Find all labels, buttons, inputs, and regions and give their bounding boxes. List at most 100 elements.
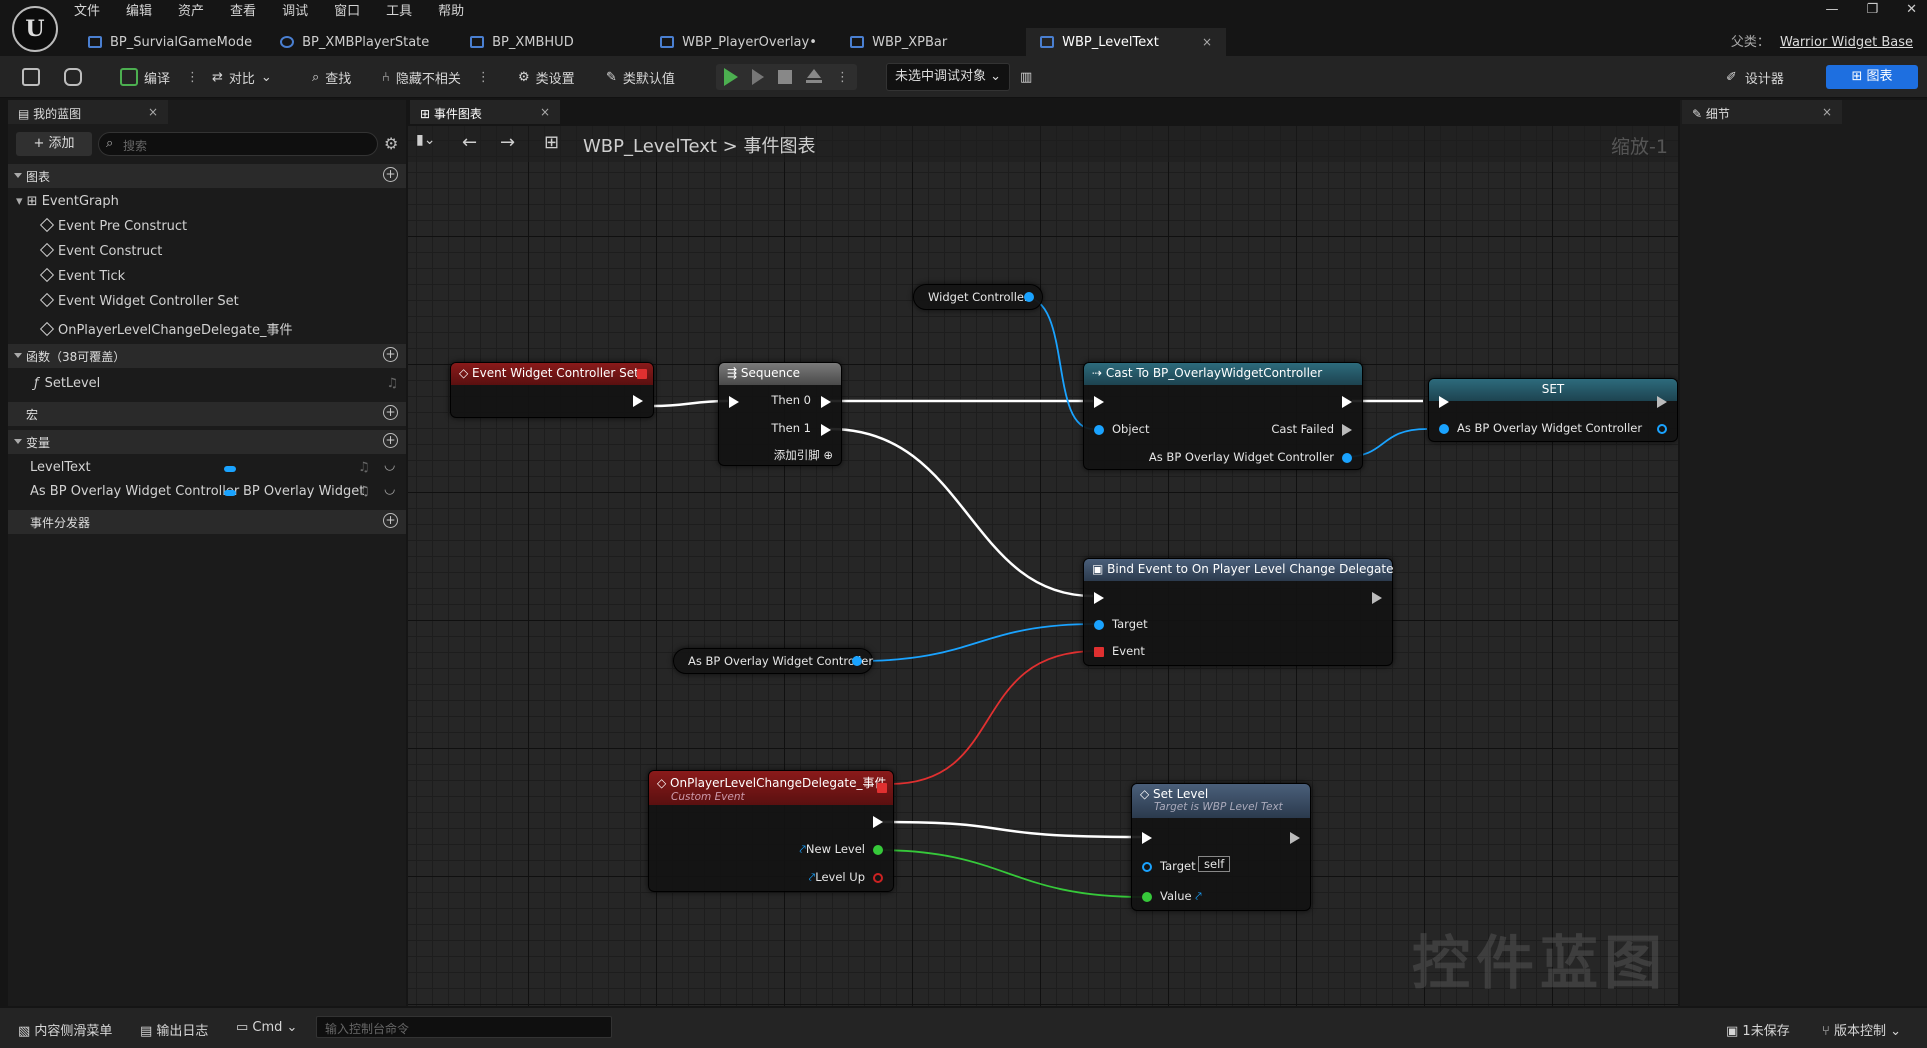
output-log-button[interactable]: ▤ 输出日志 (140, 1024, 209, 1039)
more-icon[interactable]: ⋮ (476, 69, 490, 85)
designer-button[interactable]: ✐设计器 (1726, 69, 1784, 87)
menu-file[interactable]: 文件 (74, 4, 101, 19)
exec-out-pin[interactable] (1657, 396, 1667, 408)
tab-bp-xmbhud[interactable]: BP_XMBHUD (456, 28, 646, 56)
close-icon[interactable]: × (147, 105, 158, 119)
source-control-button[interactable]: ⑂ 版本控制 ⌄ (1822, 1024, 1901, 1039)
breadcrumb-root[interactable]: WBP_LevelText (583, 136, 717, 157)
stop-icon[interactable] (778, 70, 792, 84)
compile-button[interactable]: 编译⋮ (120, 64, 199, 90)
add-graph-icon[interactable]: + (383, 167, 398, 182)
close-window-icon[interactable]: ✕ (1906, 2, 1917, 17)
unreal-logo-icon[interactable]: U (12, 6, 58, 52)
add-function-icon[interactable]: + (383, 347, 398, 362)
add-pin-button[interactable]: 添加引脚 ⊕ (773, 448, 833, 462)
target-self-field[interactable]: self (1198, 856, 1231, 872)
eventgraph-item[interactable]: ▾ ⊞ EventGraph (16, 194, 119, 209)
tab-wbp-xpbar[interactable]: WBP_XPBar (836, 28, 1026, 56)
restore-icon[interactable]: ❐ (1866, 2, 1879, 17)
graphs-section[interactable]: 图表+ (8, 164, 406, 188)
console-input[interactable]: 输入控制台命令 (316, 1016, 612, 1038)
blueprint-graph-canvas[interactable]: ▮⌄ ← → ⊞ WBP_LevelText > 事件图表 缩放-1 ◇ Eve… (408, 126, 1678, 1006)
browse-button[interactable] (64, 64, 82, 90)
play-icon[interactable] (724, 68, 738, 86)
cmd-select[interactable]: ▭ Cmd ⌄ (236, 1020, 298, 1035)
exec-in-pin[interactable] (1439, 396, 1449, 408)
menu-tools[interactable]: 工具 (386, 4, 413, 19)
sequence-node[interactable]: ⇶ Sequence Then 0 Then 1 添加引脚 ⊕ (718, 362, 842, 466)
target-in-pin[interactable] (1142, 862, 1152, 872)
delegate-pin-icon[interactable] (637, 369, 647, 379)
close-icon[interactable]: × (1821, 105, 1832, 119)
cast-to-overlay-widget-controller-node[interactable]: ⇢ Cast To BP_OverlayWidgetController Obj… (1083, 362, 1363, 470)
tab-bp-survialgamemode[interactable]: BP_SurvialGameMode (74, 28, 266, 56)
diff-button[interactable]: ⇄对比⌄ (212, 69, 272, 87)
exec-in-pin[interactable] (1094, 592, 1104, 604)
hide-unrelated-button[interactable]: ⑃隐藏不相关⋮ (382, 69, 490, 87)
cast-as-pin[interactable] (1342, 453, 1352, 463)
content-drawer-button[interactable]: ▧ 内容侧滑菜单 (18, 1024, 113, 1039)
level-up-pin[interactable] (873, 873, 883, 883)
settings-gear-icon[interactable]: ⚙ (384, 134, 399, 153)
save-button[interactable] (22, 64, 40, 90)
event-graph-tab[interactable]: ⊞ 事件图表× (410, 100, 560, 124)
set-variable-node[interactable]: SET As BP Overlay Widget Controller (1428, 378, 1678, 442)
menu-asset[interactable]: 资产 (178, 4, 205, 19)
forward-arrow-icon[interactable]: → (500, 132, 516, 153)
event-pre-construct-item[interactable]: Event Pre Construct (8, 215, 406, 239)
close-icon[interactable]: × (539, 105, 550, 119)
tab-wbp-playeroverlay[interactable]: WBP_PlayerOverlay• (646, 28, 836, 56)
more-icon[interactable]: ⋮ (836, 69, 849, 85)
eye-icon[interactable]: ◡ (384, 458, 396, 473)
my-blueprint-tab[interactable]: ▤ 我的蓝图× (8, 100, 168, 124)
add-variable-icon[interactable]: + (383, 433, 398, 448)
add-button[interactable]: + 添加 (16, 132, 92, 156)
details-tab[interactable]: ✎ 细节× (1682, 100, 1842, 124)
eject-icon[interactable] (806, 69, 822, 83)
variables-section[interactable]: 变量+ (8, 430, 406, 454)
eye-icon[interactable]: ◡ (384, 482, 396, 497)
exec-out-pin[interactable] (633, 395, 643, 407)
menu-edit[interactable]: 编辑 (126, 4, 153, 19)
tab-wbp-leveltext[interactable]: WBP_LevelText× (1026, 28, 1227, 56)
functions-section[interactable]: 函数（38可覆盖）+ (8, 344, 406, 368)
variable-leveltext-item[interactable]: LevelText♫◡ (30, 458, 396, 475)
debug-filter-icon[interactable]: ▥ (1020, 69, 1033, 85)
delegate-pin-icon[interactable] (877, 783, 887, 793)
then1-pin[interactable] (821, 424, 831, 436)
menu-view[interactable]: 查看 (230, 4, 257, 19)
exec-in-pin[interactable] (729, 396, 739, 408)
exec-out-pin[interactable] (873, 816, 883, 828)
event-in-pin[interactable] (1094, 647, 1104, 657)
exec-out-pin[interactable] (1372, 592, 1382, 604)
macros-section[interactable]: 宏+ (8, 402, 406, 426)
parent-class-link[interactable]: Warrior Widget Base (1779, 35, 1913, 50)
value-in-pin[interactable] (1142, 892, 1152, 902)
graph-button[interactable]: ⊞ 图表 (1826, 65, 1918, 89)
object-in-pin[interactable] (1094, 425, 1104, 435)
object-out-pin[interactable] (852, 656, 862, 666)
back-arrow-icon[interactable]: ← (462, 132, 478, 153)
debug-object-select[interactable]: 未选中调试对象 ⌄ (886, 63, 1010, 91)
more-icon[interactable]: ⋮ (186, 69, 200, 85)
bookmark-icon[interactable]: ▮⌄ (416, 132, 436, 148)
asbp-getter-node[interactable]: As BP Overlay Widget Controller (673, 648, 873, 674)
event-dispatchers-section[interactable]: 事件分发器+ (8, 510, 406, 534)
event-tick-item[interactable]: Event Tick (8, 265, 406, 289)
value-out-pin[interactable] (1657, 424, 1667, 434)
target-in-pin[interactable] (1094, 620, 1104, 630)
exec-out-pin[interactable] (1290, 832, 1300, 844)
minimize-icon[interactable]: — (1825, 2, 1839, 17)
event-widget-controller-set-node[interactable]: ◇ Event Widget Controller Set (450, 362, 654, 418)
exec-in-pin[interactable] (1094, 396, 1104, 408)
tab-bp-xmbplayerstate[interactable]: BP_XMBPlayerState (266, 28, 456, 56)
widget-controller-getter-node[interactable]: Widget Controller (913, 284, 1043, 310)
event-construct-item[interactable]: Event Construct (8, 240, 406, 264)
add-dispatcher-icon[interactable]: + (383, 513, 398, 528)
menu-window[interactable]: 窗口 (334, 4, 361, 19)
class-settings-button[interactable]: ⚙类设置 (518, 69, 575, 87)
